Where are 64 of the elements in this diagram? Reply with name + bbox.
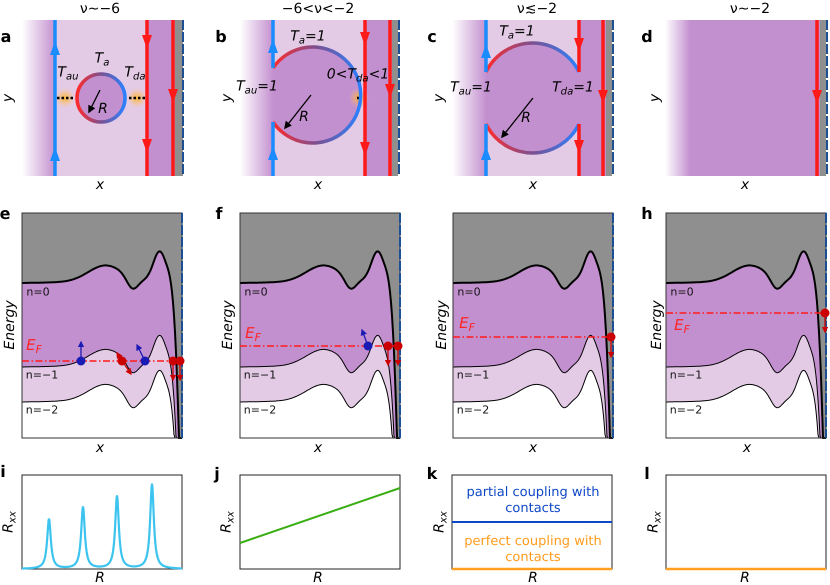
level-label: n=−2: [456, 404, 490, 416]
level-label: n=−2: [244, 404, 276, 416]
axis-label: Energy: [221, 300, 235, 350]
panel-letter: h: [641, 206, 653, 222]
level-label: n=−1: [456, 370, 490, 380]
symbol-label: x: [740, 178, 750, 192]
curve-annotation: perfect coupling with contacts: [463, 534, 603, 566]
symbol-label: x: [528, 441, 538, 455]
symbol-label: T$_{au}$: [57, 65, 79, 83]
symbol-label: R: [740, 571, 750, 585]
level-label: n=0: [244, 286, 268, 298]
panel-title: −6<ν<−2: [282, 2, 354, 16]
panel-letter: l: [644, 466, 650, 482]
symbol-label: x: [314, 178, 322, 192]
panel-title: ν∼−6: [80, 2, 120, 16]
symbol-label: x: [314, 441, 322, 455]
fermi-level-label: E$_{F}$: [26, 338, 42, 356]
symbol-label: R: [528, 571, 538, 585]
symbol-label: T$_{da}$=1: [552, 80, 594, 98]
level-label: n=0: [26, 286, 50, 298]
axis-label: y: [432, 94, 446, 102]
symbol-label: T$_{a}$=1: [499, 24, 535, 42]
level-label: n=−1: [26, 370, 58, 380]
symbol-label: R: [521, 111, 531, 125]
symbol-label: T$_{da}$: [124, 65, 146, 83]
symbol-label: x: [742, 441, 752, 455]
symbol-label: R: [299, 110, 309, 124]
fermi-level-label: E$_{F}$: [245, 326, 261, 344]
symbol-label: x: [96, 441, 104, 455]
panel-title: ν∼−2: [730, 2, 770, 16]
axis-label: y: [220, 94, 234, 102]
panel-letter: a: [0, 29, 12, 45]
panel-title: ν≲−2: [516, 2, 558, 16]
panel-letter: f: [216, 206, 222, 222]
level-label: n=0: [670, 286, 694, 298]
symbol-label: R: [313, 571, 323, 585]
panel-letter: b: [215, 29, 227, 45]
fermi-level-label: E$_{F}$: [674, 318, 690, 336]
curve-annotation: partial coupling with contacts: [465, 484, 600, 518]
level-label: n=−1: [670, 370, 702, 380]
symbol-label: T$_{a}$=1: [290, 29, 326, 47]
symbol-label: T$_{au}$=1: [450, 80, 492, 98]
panel-letter: e: [0, 206, 10, 222]
panel-letter: c: [427, 29, 437, 45]
axis-label: Energy: [650, 300, 664, 350]
panel-letter: j: [214, 466, 220, 482]
panel-letter: k: [426, 466, 438, 482]
level-label: n=0: [457, 286, 481, 298]
axis-label: Energy: [435, 300, 449, 350]
symbol-label: T$_{a}$: [94, 51, 110, 69]
level-label: n=−2: [670, 404, 702, 416]
fermi-level-label: E$_{F}$: [459, 316, 475, 334]
level-label: n=−1: [244, 370, 276, 380]
panel-letter: d: [641, 29, 653, 45]
axis-label: y: [648, 94, 662, 102]
symbol-label: R: [95, 571, 105, 585]
panel-letter: i: [0, 464, 6, 480]
symbol-label: R: [98, 102, 108, 116]
axis-label: y: [1, 94, 15, 102]
symbol-label: x: [528, 178, 538, 192]
axis-label: Energy: [3, 300, 17, 350]
symbol-label: x: [96, 178, 104, 192]
symbol-label: T$_{au}$=1: [236, 79, 278, 97]
level-label: n=−2: [26, 404, 58, 416]
